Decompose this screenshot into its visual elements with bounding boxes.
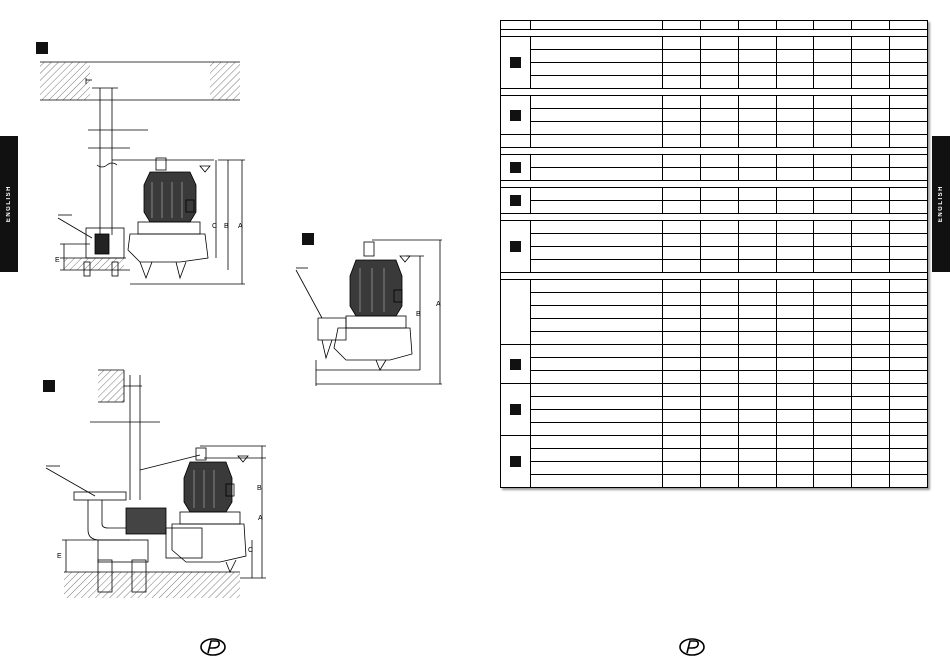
table-gap-row <box>500 213 928 221</box>
row-group-badge <box>510 404 521 415</box>
table-row <box>501 62 928 76</box>
language-tab-label: ENGLISH <box>938 185 944 223</box>
table-row <box>501 331 928 345</box>
table-row <box>500 383 928 436</box>
table-row <box>501 167 928 181</box>
table-row <box>501 422 928 436</box>
table-row <box>501 396 928 410</box>
fig2-dim-label-b: B <box>257 485 262 492</box>
table-row <box>501 370 928 384</box>
table-row <box>501 461 928 475</box>
table-row <box>500 154 928 181</box>
row-group-badge <box>510 358 521 370</box>
table-row <box>501 474 928 488</box>
row-group-badge <box>510 109 521 121</box>
table-row <box>501 108 928 122</box>
table-row <box>501 409 928 423</box>
figure-3-badge <box>302 233 314 245</box>
fig2-dim-label-c: C <box>248 547 253 554</box>
fig2-dim-label-e: E <box>57 553 62 560</box>
figure-1-drawing <box>40 61 245 285</box>
table-row <box>500 134 928 148</box>
table-row <box>501 305 928 319</box>
table-row <box>500 36 928 89</box>
row-group-badge <box>510 241 521 252</box>
table-row <box>500 187 928 214</box>
fig1-dim-label-b: B <box>224 223 229 230</box>
row-group-badge <box>510 456 521 467</box>
table-gap-row <box>500 147 928 155</box>
fig3-dim-label-a: A <box>436 301 441 308</box>
table-row <box>500 95 928 135</box>
table-row <box>500 220 928 273</box>
table-row <box>501 49 928 63</box>
table-gap-row <box>500 272 928 280</box>
table-row <box>500 435 928 488</box>
fig1-dim-label-a: A <box>238 223 243 230</box>
fig3-dim-label-b: B <box>416 311 421 318</box>
table-header-row <box>500 20 928 30</box>
pedrollo-p-logo-icon <box>200 638 226 656</box>
figure-2-drawing <box>45 369 266 598</box>
table-row <box>501 246 928 260</box>
row-group-badge <box>510 195 521 206</box>
installation-drawings: C B A E <box>40 61 442 598</box>
figure-3-drawing <box>295 239 442 386</box>
table-row <box>501 259 928 273</box>
table-row <box>500 279 928 345</box>
fig1-dim-label-e: E <box>55 257 60 264</box>
table-row <box>501 318 928 332</box>
figure-2-badge <box>43 380 55 392</box>
table-row <box>500 344 928 384</box>
table-gap-row <box>500 88 928 96</box>
figure-1-badge <box>36 42 48 54</box>
dimensions-table <box>500 20 928 488</box>
pedrollo-p-logo-icon <box>679 638 705 656</box>
table-row <box>501 75 928 89</box>
row-group-badge <box>510 57 521 68</box>
language-tab-left: ENGLISH <box>0 136 18 272</box>
fig2-dim-label-a: A <box>258 515 263 522</box>
table-row <box>501 448 928 462</box>
table-row <box>501 292 928 306</box>
fig1-dim-label-c: C <box>212 223 217 230</box>
table-gap-row <box>500 180 928 188</box>
row-group-badge <box>510 162 521 173</box>
table-row <box>501 233 928 247</box>
table-row <box>501 357 928 371</box>
table-gap-row <box>500 29 928 37</box>
table-row <box>501 200 928 214</box>
table-row <box>501 121 928 135</box>
language-tab-right: ENGLISH <box>932 136 950 272</box>
